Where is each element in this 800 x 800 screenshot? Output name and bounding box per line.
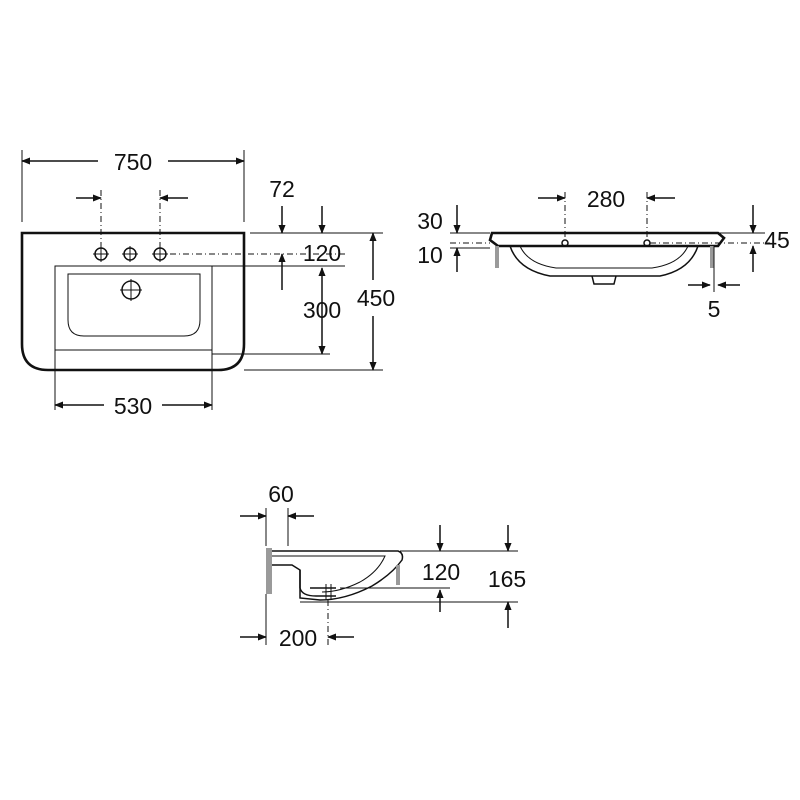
tap-hole-icon: [122, 246, 138, 262]
dim-wall-gap: 60: [268, 481, 294, 507]
side-view: 60 120 165 200: [240, 481, 526, 651]
dim-tap-to-edge: 120: [303, 240, 341, 266]
wall-bracket: [266, 548, 272, 594]
dim-total-height: 45: [764, 227, 790, 253]
basin-outline: [20, 231, 246, 372]
basin-rim: [488, 231, 726, 248]
tap-hole-icon: [93, 246, 109, 262]
tap-hole-icon: [561, 239, 569, 247]
front-view: 280 30 10 45 5: [417, 186, 790, 322]
dim-tap-spacing: 280: [587, 186, 625, 212]
drain-trap: [299, 570, 336, 597]
dim-overflow-height: 10: [417, 242, 443, 268]
dim-bowl-depth: 300: [303, 297, 341, 323]
leg: [710, 246, 714, 268]
dim-overall-width: 750: [114, 149, 152, 175]
dim-rim-height: 30: [417, 208, 443, 234]
top-view: 750 72 120 300 450 530: [20, 149, 395, 419]
tap-hole-icon: [152, 246, 168, 262]
basin-bowl: [509, 245, 699, 277]
dim-tap-hole-spacing: 72: [269, 176, 295, 202]
dim-bowl-depth-side: 120: [422, 559, 460, 585]
drain-icon: [120, 279, 142, 301]
bowl-outline: [54, 265, 213, 351]
dim-drain-offset: 200: [279, 625, 317, 651]
dim-leg-offset: 5: [708, 296, 721, 322]
bowl-inner-outline: [67, 273, 201, 337]
dim-overall-depth: 450: [357, 285, 395, 311]
dim-total-height-side: 165: [488, 566, 526, 592]
leg: [495, 246, 499, 268]
basin-profile: [272, 550, 404, 601]
dim-bowl-width: 530: [114, 393, 152, 419]
drain-spigot: [591, 275, 617, 285]
leg: [396, 565, 400, 585]
